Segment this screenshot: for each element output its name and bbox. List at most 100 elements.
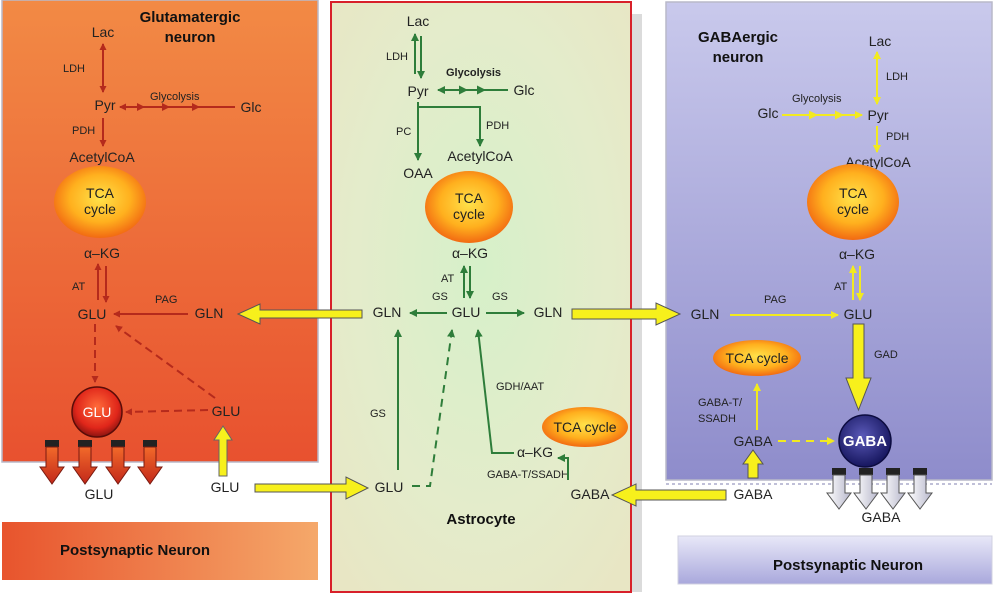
- astro-acetylcoa: AcetylCoA: [447, 148, 513, 164]
- gaba-tca-cycle: [807, 164, 899, 240]
- gaba-glc: Glc: [758, 105, 779, 121]
- glut-released-glu: GLU: [85, 486, 114, 502]
- glut-extracellular-glu: GLU: [211, 479, 240, 495]
- astro-gaba-t-ssadh: GABA-T/SSADH: [487, 469, 569, 481]
- astro-glc: Glc: [514, 82, 535, 98]
- astro-tca-label-1: TCA: [455, 190, 484, 206]
- glut-glycolysis-steps: [137, 103, 200, 111]
- glut-vesicle: [71, 386, 123, 438]
- glut-release-arrows: [39, 440, 163, 485]
- gaba-gln: GLN: [691, 306, 720, 322]
- glut-title-line2: neuron: [165, 29, 216, 46]
- gaba-arrow-gad: [845, 323, 872, 412]
- gaba-vesicle-gaba: GABA: [843, 433, 887, 450]
- glut-vesicle-glu: GLU: [83, 404, 112, 420]
- astro-arrow-glu-to-glu-dashed: [412, 329, 455, 487]
- astro-tca-small: [542, 407, 628, 447]
- gaba-tca-label-1: TCA: [839, 185, 868, 201]
- astro-pc: PC: [396, 126, 411, 138]
- astro-gaba-bottom: GABA: [571, 486, 611, 502]
- astro-gln-right: GLN: [534, 304, 563, 320]
- gaba-tca-small: [713, 340, 801, 376]
- gaba-gad: GAD: [874, 349, 898, 361]
- gaba-tca-small-label: TCA cycle: [725, 350, 788, 366]
- gaba-at: AT: [834, 281, 848, 293]
- glut-glycolysis: Glycolysis: [150, 91, 200, 103]
- glut-lac: Lac: [92, 24, 115, 40]
- gaba-gaba: GABA: [734, 433, 774, 449]
- glut-at: AT: [72, 281, 86, 293]
- astro-akg: α–KG: [452, 245, 488, 261]
- glut-tca-label-2: cycle: [84, 201, 116, 217]
- glut-glu-lower: GLU: [212, 403, 241, 419]
- postsynaptic-right-label: Postsynaptic Neuron: [773, 557, 923, 574]
- gaba-release-arrows: [826, 468, 933, 510]
- glut-tca-cycle: [54, 166, 146, 238]
- astro-tca-small-label: TCA cycle: [553, 419, 616, 435]
- glut-acetylcoa: AcetylCoA: [69, 149, 135, 165]
- postsynaptic-left-label: Postsynaptic Neuron: [60, 542, 210, 559]
- astro-tca-label-2: cycle: [453, 206, 485, 222]
- gaba-ldh: LDH: [886, 71, 908, 83]
- astro-glu-bottom: GLU: [375, 479, 404, 495]
- gaba-title-line2: neuron: [713, 49, 764, 66]
- transport-arrow-gln-to-glut: [236, 303, 363, 325]
- postsynaptic-neuron-left-panel: [2, 522, 318, 580]
- astro-gs-right: GS: [492, 291, 508, 303]
- gaba-glycolysis-steps: [809, 110, 844, 120]
- glut-akg: α–KG: [84, 245, 120, 261]
- astro-gdh-aat: GDH/AAT: [496, 381, 544, 393]
- postsynaptic-neuron-right-panel: [677, 535, 993, 585]
- astro-arrow-akg-to-glu: [474, 329, 514, 454]
- gaba-uptake-arrow: [742, 449, 764, 479]
- glutamatergic-neuron-panel: [1, 0, 319, 463]
- glut-uptake-arrow: [213, 425, 233, 477]
- glut-ldh: LDH: [63, 63, 85, 75]
- astro-pdh: PDH: [486, 120, 509, 132]
- transport-arrow-glu-to-astro: [254, 476, 370, 500]
- astrocyte-panel: [330, 1, 632, 593]
- astro-tca-cycle: [425, 171, 513, 243]
- glut-tca-label-1: TCA: [86, 185, 115, 201]
- glut-arrow-glu-to-vesicle-side: [125, 408, 209, 416]
- astro-glu: GLU: [452, 304, 481, 320]
- gaba-gaba-t-line2: SSADH: [698, 413, 736, 425]
- gaba-akg: α–KG: [839, 246, 875, 262]
- glut-arrow-glu-to-glu: [115, 325, 216, 399]
- glut-pdh: PDH: [72, 125, 95, 137]
- astro-ldh: LDH: [386, 51, 408, 63]
- glut-glu: GLU: [78, 306, 107, 322]
- glut-pag: PAG: [155, 294, 177, 306]
- gaba-title-line1: GABAergic: [698, 29, 778, 46]
- glut-pyr: Pyr: [95, 97, 116, 113]
- gabaergic-neuron-panel: [665, 1, 993, 481]
- transport-arrow-gln-to-gaba: [571, 302, 682, 326]
- astrocyte-label: Astrocyte: [446, 511, 515, 528]
- astro-glycolysis: Glycolysis: [446, 67, 501, 79]
- astro-glycolysis-steps: [459, 85, 486, 95]
- gaba-pdh: PDH: [886, 131, 909, 143]
- gaba-glycolysis: Glycolysis: [792, 93, 842, 105]
- gaba-pyr: Pyr: [868, 107, 889, 123]
- gaba-lac: Lac: [869, 33, 892, 49]
- gaba-released-gaba: GABA: [862, 509, 902, 525]
- gaba-gaba-t-line1: GABA-T/: [698, 397, 743, 409]
- astro-at: AT: [441, 273, 455, 285]
- gaba-vesicle: [838, 414, 892, 468]
- glut-glc: Glc: [241, 99, 262, 115]
- astro-gs-vertical: GS: [370, 408, 386, 420]
- astro-gs-left: GS: [432, 291, 448, 303]
- gaba-extracellular-gaba: GABA: [734, 486, 774, 502]
- astro-pyr: Pyr: [408, 83, 429, 99]
- astro-lac: Lac: [407, 13, 430, 29]
- astro-oaa: OAA: [403, 165, 433, 181]
- astro-gln-left: GLN: [373, 304, 402, 320]
- astro-akg-lower: α–KG: [517, 444, 553, 460]
- astro-arrow-gaba-to-akg: [557, 454, 569, 480]
- glut-title-line1: Glutamatergic: [140, 9, 241, 26]
- astro-arrow-pdh: [418, 106, 484, 147]
- gaba-tca-label-2: cycle: [837, 201, 869, 217]
- gaba-pag: PAG: [764, 294, 786, 306]
- glut-gln: GLN: [195, 305, 224, 321]
